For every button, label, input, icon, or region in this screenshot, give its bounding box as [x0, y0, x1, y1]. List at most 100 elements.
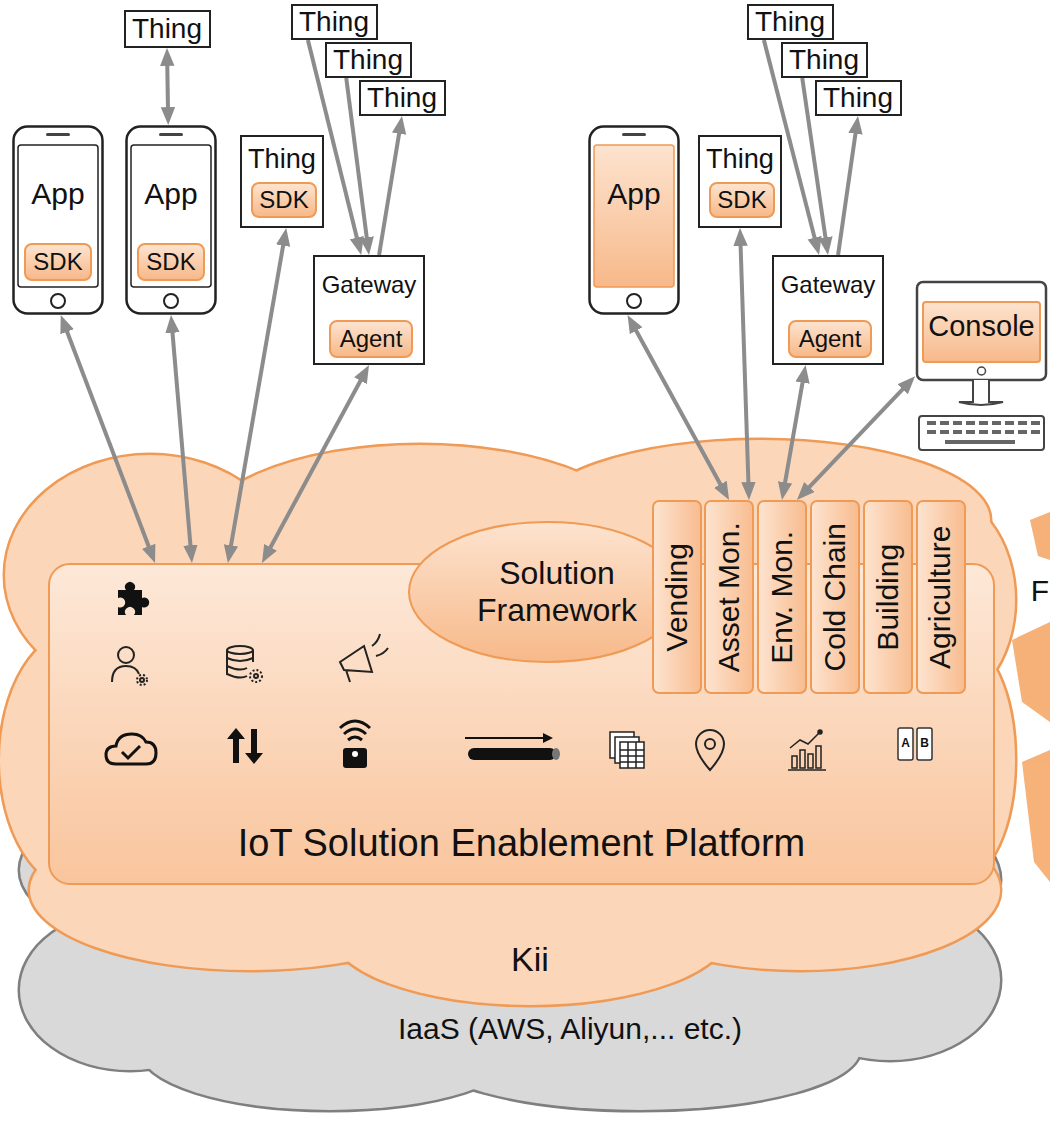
chart-icon [800, 750, 805, 768]
database-icon [254, 674, 258, 678]
app-phone: App [588, 125, 680, 315]
location-pin-icon [696, 730, 724, 770]
node-text: IoT Solution Enablement Platform [238, 822, 806, 866]
ab-test-icon [898, 728, 913, 760]
connector-arrow [631, 322, 725, 493]
location-pin-icon [696, 730, 724, 770]
node-text: Vending [660, 543, 695, 651]
world-map [1012, 622, 1050, 722]
megaphone-icon [340, 634, 388, 682]
node-text: Gateway [781, 271, 876, 299]
transfer-arrows-icon [245, 729, 263, 764]
node-text: Console [928, 310, 1034, 343]
phone-outline [12, 125, 104, 315]
sdk-box: SDK [137, 243, 205, 281]
chart-icon [792, 756, 797, 768]
node-text: Agent [799, 325, 862, 353]
node-text: App [31, 177, 84, 212]
table-icon [620, 742, 644, 768]
phone-outline [590, 127, 679, 314]
sdk-box: Agent [329, 320, 413, 358]
node-text: SDK [33, 248, 82, 276]
cloud-region: Solution FrameworkVendingAsset Mon.Env. … [15, 770, 1015, 1115]
pipeline-icon [543, 733, 553, 743]
icon-letter: B [920, 737, 929, 751]
node-text: SDK [146, 248, 195, 276]
puzzle-icon [118, 582, 149, 615]
phone-outline [594, 145, 674, 287]
solution-bar: Env. Mon. [757, 500, 807, 694]
pipeline-icon [468, 748, 556, 760]
sdk-box: SDK [709, 182, 775, 218]
router-icon [352, 751, 358, 757]
node-text: Agent [340, 325, 403, 353]
user-settings-icon [112, 647, 147, 685]
router-icon [340, 721, 370, 768]
node-text: Thing [248, 143, 316, 174]
thing-box: Thing [781, 42, 868, 78]
chart-icon [818, 730, 822, 734]
thing-box: Agent Gateway [772, 255, 884, 365]
node-text: App [607, 177, 660, 212]
icon-letter: A [901, 737, 910, 751]
world-map [1022, 750, 1050, 882]
database-icon [227, 646, 253, 654]
user-settings-icon [137, 675, 147, 685]
pipeline-icon [465, 737, 543, 739]
monitor-outline [978, 367, 986, 375]
thing-box: Thing [815, 80, 902, 116]
node-text: Thing [367, 82, 437, 114]
node-text: Thing [755, 6, 825, 38]
monitor-outline [919, 416, 1044, 450]
thing-box: SDKThing [698, 135, 782, 228]
cloud-check-icon [106, 734, 156, 764]
router-icon [343, 748, 367, 768]
ellipse-outline [409, 522, 685, 662]
node-text: IaaS (AWS, Aliyun,... etc.) [320, 1012, 820, 1047]
kii-cloud [0, 440, 1015, 1005]
console-monitor: Console [915, 280, 1048, 455]
node-text: SDK [259, 186, 308, 214]
router-icon [340, 721, 370, 740]
cloud-check-icon [106, 734, 156, 764]
thing-box: Thing [124, 10, 211, 48]
chart-icon [816, 746, 821, 768]
node-text: Thing [299, 6, 369, 38]
node-text: Kii [430, 940, 630, 979]
solution-bar: Asset Mon. [704, 500, 754, 694]
connector-arrow [229, 236, 285, 555]
phone-outline [14, 127, 103, 314]
connector-arrow [64, 322, 153, 555]
table-icon [620, 742, 644, 768]
node-text: Thing [789, 44, 859, 76]
node-text: Solution Framework [457, 555, 657, 629]
thing-box: Thing [359, 80, 446, 116]
phone-outline [164, 294, 178, 308]
thing-box: Thing [291, 4, 378, 40]
solution-bar: Vending [652, 500, 702, 694]
monitor-outline [915, 280, 1048, 455]
megaphone-icon [372, 634, 388, 656]
monitor-outline [917, 282, 1046, 380]
phone-outline [131, 145, 211, 287]
database-icon [250, 670, 262, 682]
world-map [1012, 512, 1050, 882]
puzzle-icon [118, 582, 149, 615]
monitor-outline [923, 302, 1040, 362]
world-map [1030, 512, 1050, 560]
connector-arrow [803, 382, 910, 494]
phone-outline [159, 133, 183, 136]
node-text: Thing [333, 44, 403, 76]
node-text: Gateway [322, 271, 417, 299]
monitor-outline [959, 380, 1003, 405]
sdk-box: SDK [24, 243, 92, 281]
sdk-box: Agent [788, 320, 872, 358]
database-icon [227, 646, 262, 682]
framework-ellipse: Solution Framework [407, 520, 687, 664]
transfer-arrows-icon [227, 728, 245, 763]
chart-icon [788, 730, 826, 770]
connector-arrow [172, 323, 192, 555]
